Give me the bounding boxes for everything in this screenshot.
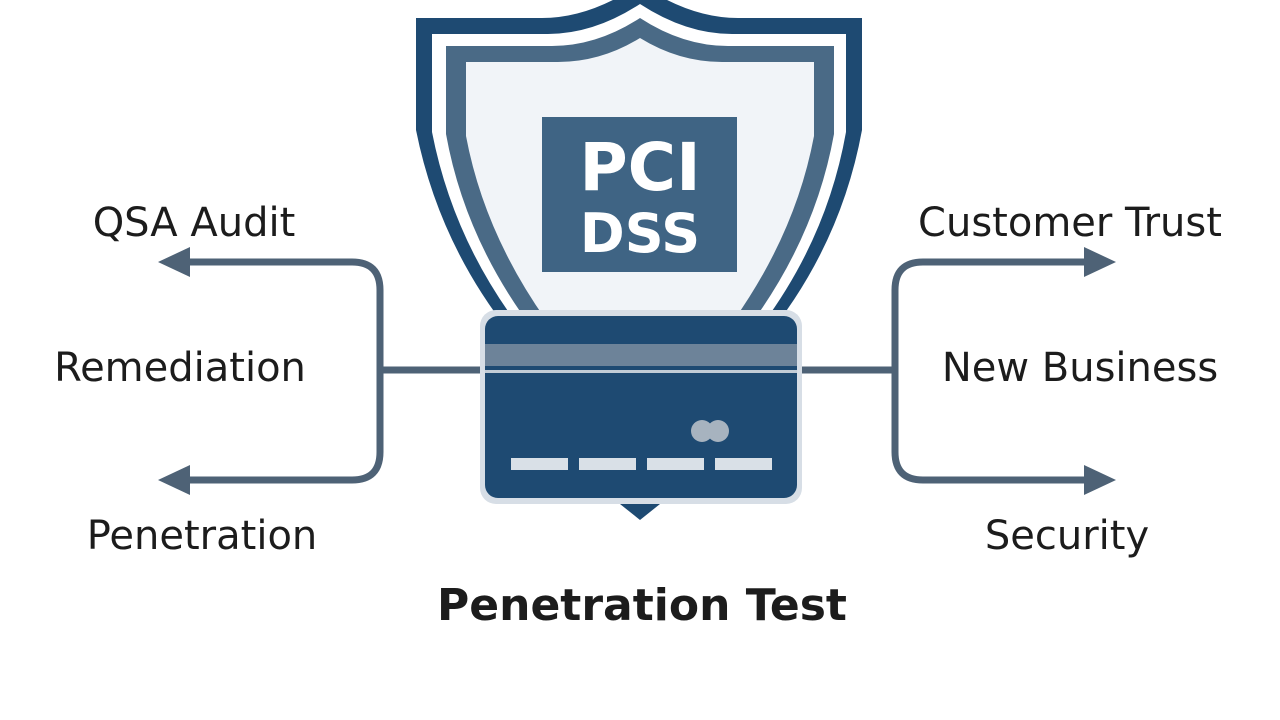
- pci-dss-badge: PCI DSS: [542, 117, 737, 272]
- arrow-left-bottom-icon: [158, 465, 190, 495]
- card-pointer: [620, 504, 660, 520]
- badge-line-1: PCI: [579, 129, 700, 206]
- arrowheads: [158, 247, 1116, 495]
- arrow-left-top-icon: [158, 247, 190, 277]
- card-chip-left: [691, 420, 713, 442]
- badge-line-2: DSS: [580, 202, 700, 265]
- label-remediation: Remediation: [54, 345, 306, 391]
- right-connector-top: [891, 258, 1104, 374]
- left-connector-bottom: [168, 366, 384, 484]
- card-stripe-line: [485, 370, 797, 373]
- diagram-caption: Penetration Test: [437, 580, 847, 631]
- card-number-group-2: [579, 458, 636, 470]
- card-magnetic-stripe: [485, 344, 797, 366]
- arrow-right-top-icon: [1084, 247, 1116, 277]
- label-customer-trust: Customer Trust: [918, 200, 1222, 246]
- arrow-right-bottom-icon: [1084, 465, 1116, 495]
- card-chip-right: [707, 420, 729, 442]
- card-number-group-1: [511, 458, 568, 470]
- right-connector-bottom: [891, 366, 1104, 484]
- label-new-business: New Business: [942, 345, 1218, 391]
- credit-card-icon: [480, 310, 802, 520]
- label-qsa-audit: QSA Audit: [93, 200, 296, 246]
- label-security: Security: [985, 513, 1149, 559]
- label-penetration: Penetration: [87, 513, 318, 559]
- card-number-group-3: [647, 458, 704, 470]
- left-connector-top: [168, 258, 384, 374]
- card-number-group-4: [715, 458, 772, 470]
- connector-lines: [168, 258, 1104, 484]
